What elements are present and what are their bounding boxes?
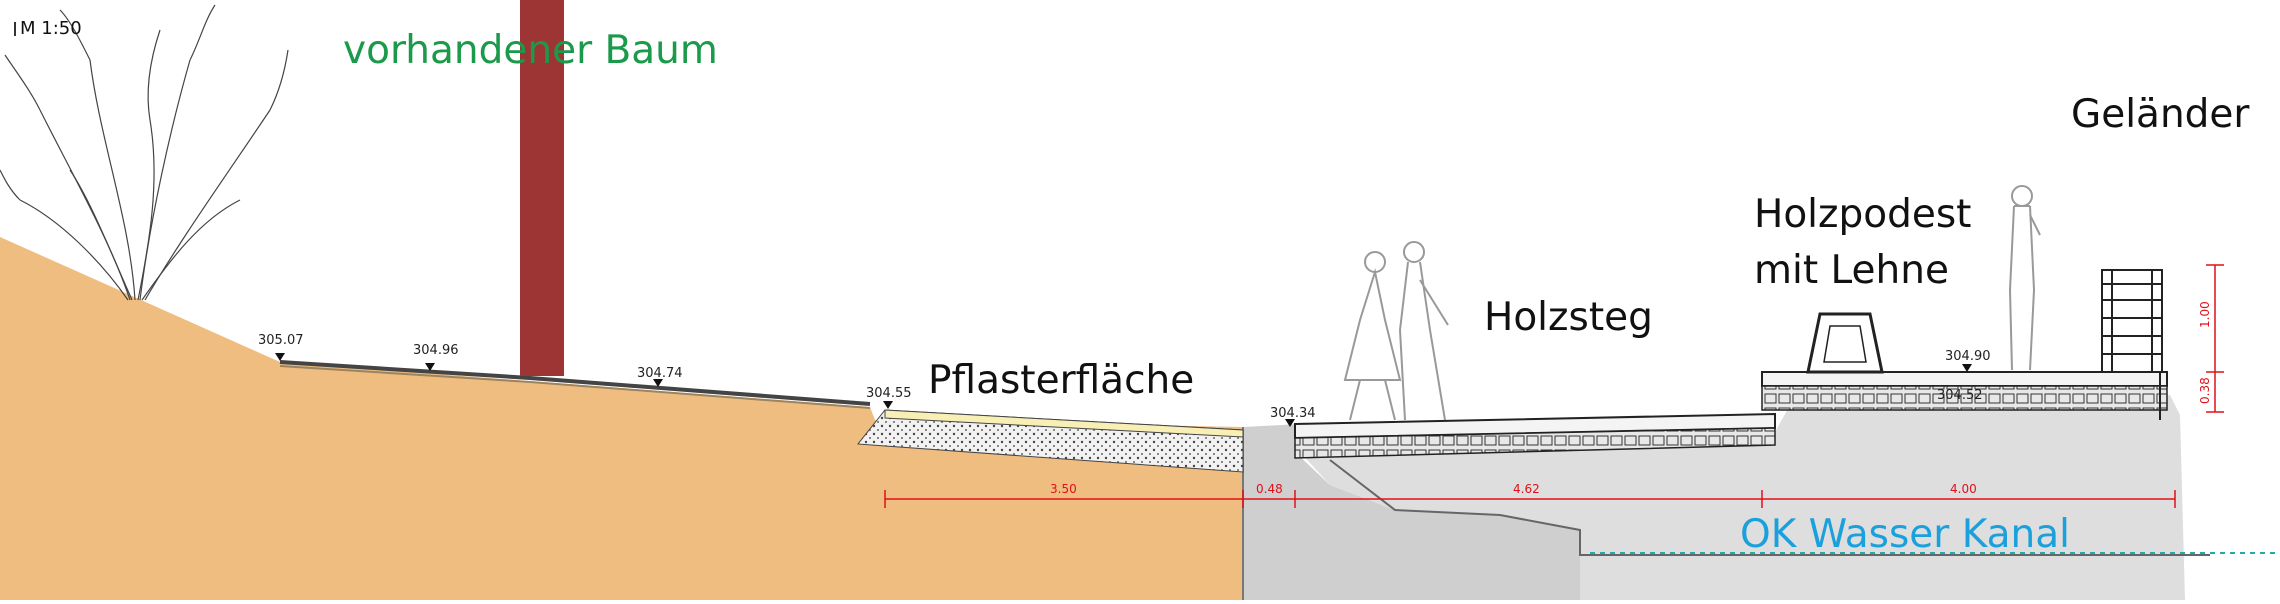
paving-label: Pflasterfläche (928, 358, 1195, 403)
concrete-wall (1243, 424, 1580, 600)
dimension-lines (884, 264, 2224, 508)
dimension-label: 4.62 (1513, 482, 1540, 496)
people-silhouettes (1343, 185, 2041, 421)
dimension-label-vertical: 1.00 (2198, 301, 2212, 328)
soil-area (0, 237, 1243, 600)
channel-outline (1329, 459, 2210, 556)
backrest-inner (1823, 325, 1867, 363)
elevation-label: 304.96 (413, 343, 459, 358)
ground-line (279, 360, 871, 406)
scale-label: M 1:50 (20, 18, 82, 39)
dimension-label: 3.50 (1050, 482, 1077, 496)
shrub (0, 4, 289, 301)
elevation-label: 305.07 (258, 333, 304, 348)
tree-label: vorhandener Baum (343, 28, 718, 73)
railing (2101, 269, 2163, 420)
tree-trunk (520, 0, 564, 376)
platform-label-line2: mit Lehne (1754, 248, 1949, 293)
elevation-markers (275, 353, 1972, 427)
paving-surface (884, 409, 1244, 438)
railing-label: Geländer (2071, 92, 2250, 137)
elevation-label: 304.55 (866, 386, 912, 401)
water-level-label: OK Wasser Kanal (1740, 512, 2070, 557)
platform-substructure (1761, 385, 2168, 411)
dimension-label-vertical: 0.38 (2198, 377, 2212, 404)
boardwalk-substructure (1294, 427, 1776, 459)
ground-path-layer (279, 365, 871, 409)
dimension-label: 0.48 (1256, 482, 1283, 496)
scale-tick (0, 22, 16, 36)
platform-deck (1761, 371, 2168, 387)
platform-label-line1: Holzpodest (1754, 192, 1972, 237)
dimension-label: 4.00 (1950, 482, 1977, 496)
elevation-label: 304.34 (1270, 406, 1316, 421)
elevation-label: 304.52 (1937, 388, 1983, 403)
elevation-label: 304.90 (1945, 349, 1991, 364)
platform-backrest (1806, 312, 1884, 374)
elevation-label: 304.74 (637, 366, 683, 381)
boardwalk-label: Holzsteg (1484, 295, 1653, 340)
